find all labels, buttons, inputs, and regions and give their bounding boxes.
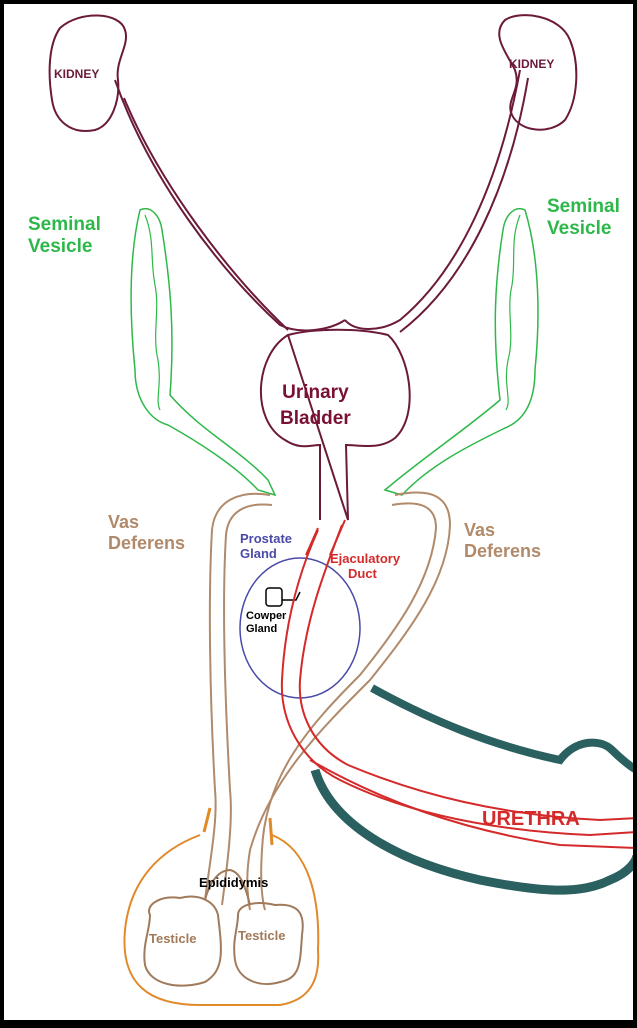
urethra-label: URETHRA xyxy=(482,808,580,830)
ureter-left xyxy=(114,79,346,332)
ureter-right xyxy=(344,69,521,330)
vas-deferens-left-shape xyxy=(204,492,271,901)
testicle-left-label: Testicle xyxy=(149,931,197,946)
urinary-bladder-line2: Bladder xyxy=(280,407,351,429)
ureter-left-inner xyxy=(123,97,289,331)
cowper-gland-line1: Cowper xyxy=(246,610,287,622)
ejaculatory-duct-right xyxy=(298,524,633,822)
seminal-vesicle-right-shape xyxy=(383,208,539,496)
urinary-bladder-line1: Urinary xyxy=(282,382,349,403)
ejaculatory-duct-line2: Duct xyxy=(348,565,377,581)
kidney-left-label: KIDNEY xyxy=(54,67,100,81)
kidney-right-label: KIDNEY xyxy=(509,57,555,71)
vas-deferens-left-line2: Deferens xyxy=(108,532,186,553)
vas-deferens-right-line1: Vas xyxy=(464,520,496,540)
seminal-vesicle-right-label: Seminal Vesicle xyxy=(547,196,620,240)
seminal-vesicle-right-line2: Vesicle xyxy=(547,217,612,239)
prostate-gland-line1: Prostate xyxy=(240,531,293,546)
kidney-left-shape xyxy=(48,14,128,132)
scrotum-mark-left xyxy=(202,807,212,833)
vas-deferens-right-line2: Deferens xyxy=(464,540,542,561)
ejaculatory-duct-detail xyxy=(305,519,346,556)
vas-deferens-right-inner xyxy=(260,502,438,911)
seminal-vesicle-left-line1: Seminal xyxy=(28,214,101,235)
bladder-shape xyxy=(259,328,411,521)
penis-shape-top xyxy=(370,684,633,773)
urinary-bladder-label: Urinary Bladder xyxy=(280,382,351,430)
penis-shape-bottom xyxy=(310,768,633,895)
cowper-gland-line2: Gland xyxy=(246,622,278,635)
diagram-drawing xyxy=(48,14,633,1006)
seminal-vesicle-left-folds xyxy=(144,214,161,411)
seminal-vesicle-left-line2: Vesicle xyxy=(28,235,93,257)
ejaculatory-duct-left xyxy=(280,529,633,837)
vas-deferens-right-shape xyxy=(246,491,452,911)
ejaculatory-duct-line1: Ejaculatory xyxy=(330,551,401,566)
cowper-gland-shape xyxy=(265,587,283,607)
prostate-gland-line2: Gland xyxy=(240,545,277,561)
seminal-vesicle-right-line1: Seminal xyxy=(547,196,620,217)
cowper-gland-label: Cowper Gland xyxy=(246,610,286,635)
scrotum-shape xyxy=(123,834,320,1006)
kidney-right-shape xyxy=(498,14,578,131)
scrotum-mark-right xyxy=(268,817,274,846)
reproductive-urinary-diagram: KIDNEY KIDNEY Seminal Vesicle Seminal Ve… xyxy=(4,4,633,1020)
vas-deferens-right-label: Vas Deferens xyxy=(464,520,541,561)
seminal-vesicle-left-label: Seminal Vesicle xyxy=(28,214,101,258)
ureter-right-inner xyxy=(399,77,529,333)
testicle-right-shape xyxy=(233,902,304,985)
epididymis-label: Epididymis xyxy=(199,875,269,890)
testicle-left-shape xyxy=(143,895,222,987)
urethra-inner xyxy=(309,759,633,849)
epididymis-connector xyxy=(204,868,251,906)
vas-deferens-left-inner xyxy=(221,503,273,906)
cowper-gland-duct xyxy=(282,591,301,601)
prostate-gland-label: Prostate Gland xyxy=(240,531,293,562)
seminal-vesicle-right-folds xyxy=(505,214,521,411)
vas-deferens-left-label: Vas Deferens xyxy=(108,512,185,553)
testicle-right-label: Testicle xyxy=(238,928,286,943)
ejaculatory-duct-label: Ejaculatory Duct xyxy=(330,551,401,582)
seminal-vesicle-left-shape xyxy=(130,208,277,497)
vas-deferens-left-line1: Vas xyxy=(108,512,140,532)
